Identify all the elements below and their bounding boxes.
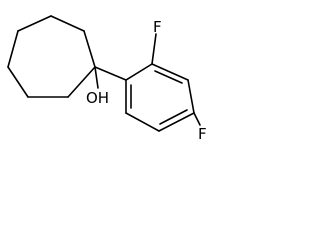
aryl-bond — [125, 112, 160, 132]
ring-bond — [7, 30, 19, 68]
aryl-bond — [187, 79, 195, 114]
aryl-bond — [158, 112, 195, 132]
ring-bond — [17, 15, 52, 32]
aryl-double-bond — [154, 70, 183, 84]
hydroxyl-label: OH — [86, 89, 109, 107]
c-f-bond-ortho — [151, 33, 157, 65]
aryl-bond — [151, 63, 189, 81]
c-f-bond-para — [193, 112, 201, 126]
cycloheptane-ring — [7, 15, 96, 98]
fluorine-ortho-label: F — [153, 18, 162, 36]
molecule-structure: OH F F — [7, 15, 207, 143]
c-aryl-bond — [94, 66, 127, 81]
fluorine-para-label: F — [198, 125, 207, 143]
ring-bond — [83, 30, 96, 68]
ring-bond — [67, 66, 96, 98]
c-oh-bond — [94, 66, 99, 89]
ring-bond — [7, 66, 29, 98]
ring-bond — [50, 15, 85, 32]
benzene-ring — [125, 63, 195, 132]
aryl-double-bond — [159, 109, 188, 125]
aryl-bond — [125, 63, 153, 81]
